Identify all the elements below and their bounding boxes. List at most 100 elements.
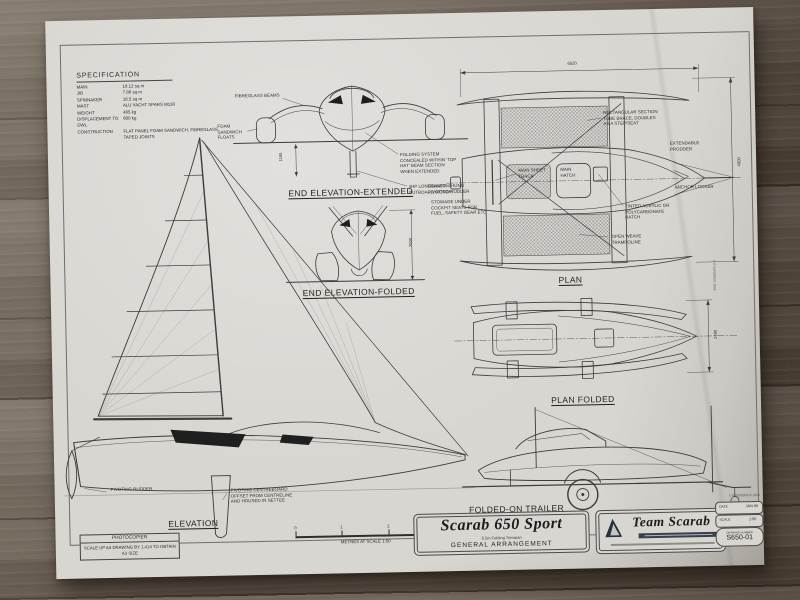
window-left <box>339 219 351 228</box>
waterline <box>64 487 475 497</box>
center-hull <box>318 85 386 152</box>
tinted-hatch <box>592 166 608 182</box>
tiller <box>71 436 100 452</box>
callout-fibreglass-beams: FIBREGLASS BEAMS <box>234 92 280 99</box>
dim-tick-top <box>685 299 713 301</box>
dim-beam-tick-bottom <box>695 261 739 263</box>
folded-beams <box>328 205 388 237</box>
centerline <box>454 335 737 342</box>
dim-ext-left <box>460 68 462 98</box>
hull-on-trailer <box>477 446 707 481</box>
jib-leech <box>203 141 376 424</box>
cabin-windows <box>527 433 590 441</box>
plan-folded-drawing <box>454 297 737 379</box>
trailer-view: FOLDED-ON TRAILER <box>439 403 765 525</box>
dim-1165: 1165 <box>277 152 284 162</box>
callout-trampoline: OPEN WEAVE TRAMPOLINE <box>611 233 642 245</box>
trampoline-top <box>500 105 609 149</box>
folded-ama-top <box>470 301 687 320</box>
photocopier-note: PHOTOCOPIER SCALE UP A4 DRAWING BY 1.414… <box>79 532 181 561</box>
dim-line <box>707 299 710 373</box>
callout-main-hatch: MAIN HATCH <box>560 166 576 178</box>
jib-seams <box>254 202 376 423</box>
window-right <box>360 94 376 104</box>
leader-beams <box>282 98 304 106</box>
scale-tick-2: 2 <box>387 523 390 529</box>
beams-lower <box>271 108 435 123</box>
folded-ama-bottom <box>471 353 688 377</box>
mudguard <box>564 469 602 484</box>
dim-4900: 4900 <box>736 157 742 167</box>
leader-rudder <box>84 488 107 493</box>
dim-line <box>295 143 297 177</box>
trampoline-bottom <box>502 213 611 257</box>
callout-tinted-hatch: TINTED ACRYLIC OR POLYCARBONATE HATCH <box>624 202 670 221</box>
dim-2500: 2500 <box>407 237 413 248</box>
team-scarab-sail-logo <box>605 518 623 538</box>
dim-beam-line <box>730 77 735 262</box>
end-elevation-extended-view: FIBREGLASS BEAMS FOAM SANDWICH FLOATS FO… <box>217 69 477 224</box>
ama-top <box>456 90 690 106</box>
chine-line <box>484 463 701 473</box>
cockpit-inner <box>496 327 554 352</box>
leader-centreboard <box>222 493 227 500</box>
chine <box>325 120 380 131</box>
scale-tick-0: 0 <box>294 525 297 531</box>
beam-post-2 <box>506 360 519 379</box>
dim-length-line <box>460 67 699 74</box>
ama-bottom <box>459 255 693 271</box>
elevation-drawing <box>64 137 475 538</box>
callout-centreboard: PIVOTING CENTREBOARD OFFSET FROM CENTREL… <box>230 486 293 505</box>
leader-track <box>495 173 517 181</box>
leader-tube-brace <box>587 117 602 121</box>
callout-main-sheet-track: MAIN SHEET TRACK <box>518 167 546 179</box>
plan-view: 6520 4900 RECTANGULAR SECTION TUBE BRACE… <box>436 57 757 303</box>
boat-name: Scarab 650 Sport <box>440 514 563 535</box>
cockpit-window <box>170 429 246 448</box>
sail-seams <box>97 189 218 417</box>
specification-title: SPECIFICATION <box>76 70 173 83</box>
mast-support-right <box>710 405 714 493</box>
end-elevation-extended-drawing <box>233 85 469 187</box>
plan-drawing <box>446 63 741 271</box>
plan-folded-view: 2490 PLAN FOLDED <box>446 293 758 421</box>
scale-label: SCALE <box>719 517 731 523</box>
margin-copyright: © R KENDRICK 2006 <box>712 259 717 291</box>
cabin-outline <box>557 315 691 363</box>
leader-outboard <box>357 170 407 187</box>
callout-anchor-locker: ANCHOR LOCKER <box>674 183 714 190</box>
scale-box: SCALE 1:50 <box>715 513 764 528</box>
centreboard <box>210 475 231 538</box>
callout-foam-floats: FOAM SANDWICH FLOATS <box>217 123 242 141</box>
trailer-drawing <box>462 405 752 511</box>
dim-line <box>410 209 413 281</box>
date-label: DATE <box>719 504 728 510</box>
prodder-stays <box>673 162 731 195</box>
elevation-view: PIVOTING RUDDER PIVOTING CENTREBOARD OFF… <box>55 125 479 547</box>
jib-foot <box>374 422 467 456</box>
folded-beams-inner <box>332 205 384 235</box>
hull <box>73 434 466 492</box>
rudder-blade <box>65 450 78 500</box>
callout-pivoting-rudder: PIVOTING RUDDER <box>110 486 153 492</box>
keel <box>350 268 368 277</box>
anchor-locker <box>674 170 689 185</box>
beam-post-3 <box>580 297 593 316</box>
drawing-number-value: S650-01 <box>726 534 754 542</box>
mast-support-left <box>534 407 537 468</box>
waterline <box>286 279 425 283</box>
folded-float-right <box>371 251 395 281</box>
mainsail <box>97 137 224 417</box>
center-hull <box>331 210 386 271</box>
battens <box>102 174 222 395</box>
centerline <box>446 177 741 184</box>
wheel <box>567 478 599 511</box>
dim-tick-top <box>388 209 416 211</box>
boom <box>93 417 233 421</box>
window-right <box>366 218 378 227</box>
scale-value: 1:50 <box>748 517 757 522</box>
title-block-company: Team Scarab <box>595 507 726 555</box>
hull-centerline <box>351 85 354 152</box>
